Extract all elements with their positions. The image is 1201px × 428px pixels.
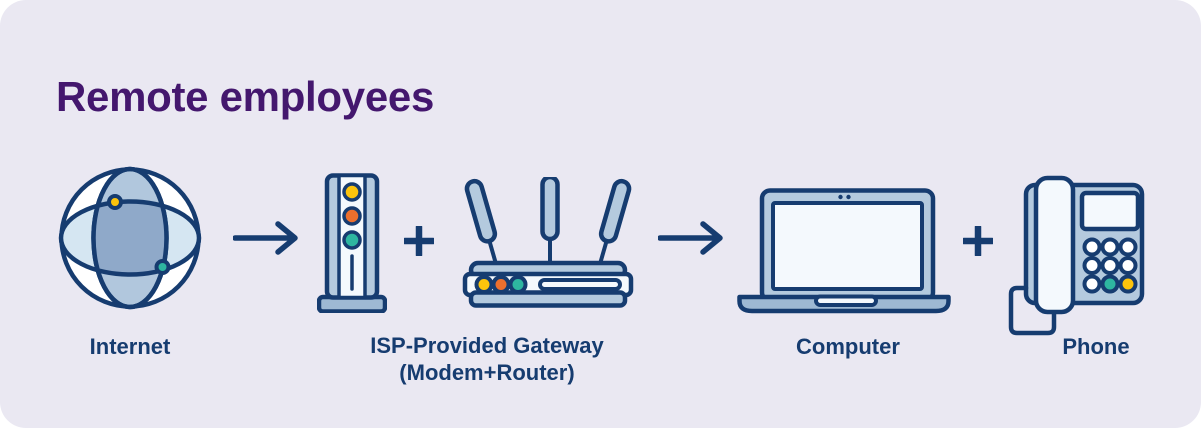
computer-label: Computer xyxy=(796,334,900,359)
globe-icon xyxy=(58,166,202,310)
router-antenna-right xyxy=(597,178,632,267)
router-icon xyxy=(462,177,634,308)
router-led-yellow xyxy=(474,275,494,294)
router-vent-slot xyxy=(538,278,622,291)
phone-key-yellow xyxy=(1118,274,1138,294)
laptop-icon xyxy=(737,188,951,314)
phone-key-teal xyxy=(1100,274,1120,294)
laptop-camera-dot xyxy=(838,194,843,200)
phone-label: Phone xyxy=(1062,334,1130,359)
modem-icon xyxy=(317,173,387,313)
phone-display xyxy=(1079,190,1141,232)
internet-label: Internet xyxy=(89,334,171,359)
laptop-notch xyxy=(814,294,878,307)
router-led-orange xyxy=(491,275,511,294)
phone-keypad xyxy=(1082,237,1138,294)
laptop-screen xyxy=(771,201,924,291)
globe-node-yellow xyxy=(107,194,123,210)
plus-icon xyxy=(404,226,434,256)
laptop-camera-dot xyxy=(846,194,851,200)
gateway-label-line2: (Modem+Router) xyxy=(399,360,575,385)
arrow-right-icon xyxy=(658,221,723,255)
modem-led-orange xyxy=(342,206,362,226)
modem-led-teal xyxy=(342,230,362,250)
router-antenna-center xyxy=(540,177,560,267)
modem-led-yellow xyxy=(342,182,362,202)
page-title: Remote employees xyxy=(56,73,435,121)
arrow-right-icon xyxy=(233,221,298,255)
globe-node-teal xyxy=(154,259,171,275)
phone-handset xyxy=(1033,175,1076,315)
router-led-teal xyxy=(508,275,528,294)
phone-cord xyxy=(1008,285,1057,336)
desk-phone-icon xyxy=(1008,175,1145,336)
router-antenna-left xyxy=(464,178,499,267)
plus-icon xyxy=(963,226,993,256)
gateway-label: ISP-Provided Gateway (Modem+Router) xyxy=(337,332,637,386)
gateway-label-line1: ISP-Provided Gateway xyxy=(370,333,604,358)
